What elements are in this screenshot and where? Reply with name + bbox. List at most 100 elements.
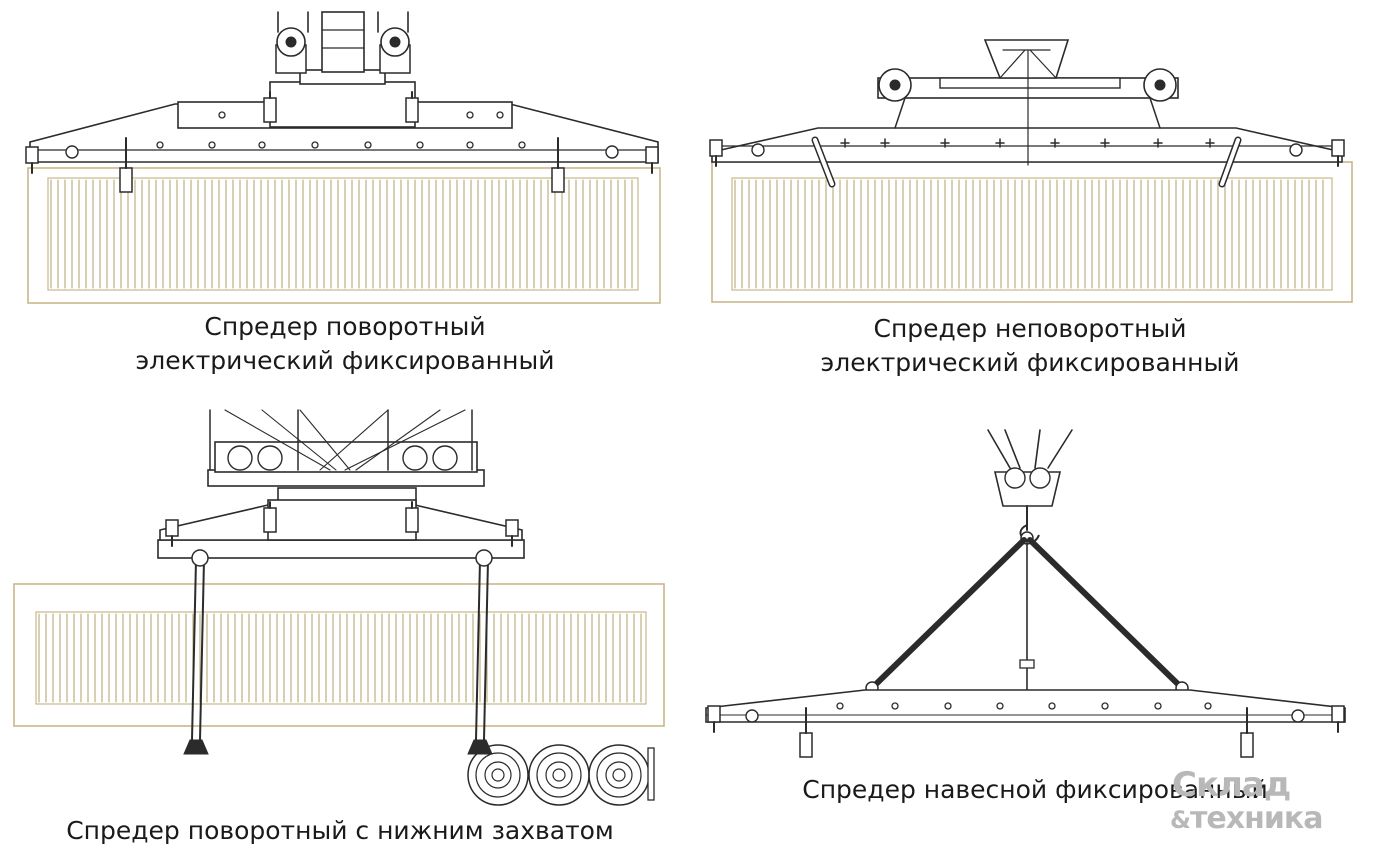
sling-chain-right bbox=[1027, 537, 1185, 691]
beam-hole bbox=[311, 141, 319, 149]
container-outline bbox=[27, 167, 661, 304]
beam-hole bbox=[996, 702, 1004, 710]
caption-line: электрический фиксированный bbox=[820, 348, 1240, 377]
end-roller bbox=[745, 709, 759, 723]
grip-leg bbox=[475, 559, 481, 741]
fixed-electric-spreader-drawing bbox=[709, 39, 1353, 303]
crossbeam-rail bbox=[939, 77, 1121, 89]
hook-sheave bbox=[1004, 467, 1026, 489]
beam-hole bbox=[1101, 702, 1109, 710]
hoist-rope bbox=[319, 409, 389, 471]
cable-reel-ring bbox=[596, 752, 642, 798]
flipper bbox=[405, 97, 419, 123]
end-clamp bbox=[25, 146, 39, 164]
cable-reel-ring bbox=[536, 752, 582, 798]
hoist-rope bbox=[261, 409, 337, 471]
corner-guide-fill bbox=[1220, 138, 1240, 186]
beam-hole bbox=[891, 702, 899, 710]
end-clamp bbox=[709, 139, 723, 157]
rotator-housing bbox=[267, 499, 417, 541]
hopper-head bbox=[983, 39, 1070, 79]
hoist-rope bbox=[1047, 429, 1073, 469]
end-clamp bbox=[505, 519, 519, 537]
flipper bbox=[405, 507, 419, 533]
sheave-hub bbox=[285, 36, 297, 48]
end-roller bbox=[1289, 143, 1303, 157]
hoist-rope bbox=[299, 409, 351, 471]
trolley-sheave bbox=[257, 445, 283, 471]
cable-reel-ring bbox=[484, 761, 512, 789]
beam-hole bbox=[1154, 702, 1162, 710]
end-roller bbox=[751, 143, 765, 157]
cable-reel bbox=[528, 744, 590, 806]
hoist-rope bbox=[987, 429, 1011, 469]
grip-leg bbox=[199, 559, 205, 741]
grip-leg bbox=[191, 559, 197, 741]
cable-reel bbox=[467, 744, 529, 806]
beam-hole bbox=[944, 702, 952, 710]
frame-strut bbox=[1149, 97, 1161, 129]
caption-line: Спредер поворотный bbox=[204, 312, 486, 341]
hopper-line bbox=[999, 49, 1026, 79]
caption-fixed-electric: Спредер неповоротный электрический фикси… bbox=[745, 312, 1315, 380]
beam-hole bbox=[466, 111, 474, 119]
end-roller bbox=[65, 145, 79, 159]
headblock-frame bbox=[321, 11, 365, 73]
container-panel bbox=[731, 177, 1333, 291]
end-clamp bbox=[707, 705, 721, 723]
hoist-rope bbox=[1004, 429, 1021, 469]
trolley-sheave bbox=[432, 445, 458, 471]
grip-foot bbox=[183, 739, 209, 755]
cable-reel-hub bbox=[612, 768, 626, 782]
cable-reel bbox=[588, 744, 650, 806]
beam-hole bbox=[518, 141, 526, 149]
container-outline bbox=[13, 583, 665, 727]
reel-post bbox=[647, 747, 655, 801]
hoist-rope bbox=[344, 409, 466, 471]
flipper bbox=[263, 507, 277, 533]
end-roller bbox=[605, 145, 619, 159]
spreader-beam bbox=[711, 127, 1343, 163]
wheel-hub bbox=[889, 79, 901, 91]
rotating-electric-spreader-drawing bbox=[25, 11, 661, 304]
caption-line: электрический фиксированный bbox=[135, 346, 555, 375]
caption-line: Спредер навесной фиксированный bbox=[802, 775, 1268, 804]
container-outline bbox=[711, 161, 1353, 303]
corner-guide-fill bbox=[813, 138, 834, 186]
twistlock bbox=[799, 732, 813, 758]
wheel-hub bbox=[1154, 79, 1166, 91]
logo-ampersand: & bbox=[1170, 806, 1191, 834]
twistlock bbox=[1240, 732, 1254, 758]
hoist-rope bbox=[224, 409, 331, 471]
end-clamp bbox=[165, 519, 179, 537]
rotator-housing bbox=[269, 81, 416, 128]
centre-rod-nut bbox=[1019, 659, 1035, 669]
grip-foot bbox=[467, 739, 493, 755]
beam-hole bbox=[416, 141, 424, 149]
hopper-line bbox=[1029, 49, 1057, 79]
trolley-sheave bbox=[402, 445, 428, 471]
beam-hole bbox=[258, 141, 266, 149]
caption-line: Спредер поворотный с нижним захватом bbox=[66, 816, 614, 845]
caption-rotating-electric: Спредер поворотный электрический фиксиро… bbox=[60, 310, 630, 378]
caption-hanging-fixed: Спредер навесной фиксированный bbox=[760, 773, 1310, 807]
rotating-bottom-grip-spreader-drawing bbox=[13, 409, 665, 806]
spreader-beam bbox=[705, 689, 1346, 723]
frame-strut bbox=[894, 97, 906, 129]
cable-reel-hub bbox=[552, 768, 566, 782]
beam-hole bbox=[466, 141, 474, 149]
hanging-spreader-drawing bbox=[705, 429, 1346, 758]
beam-hole bbox=[1048, 702, 1056, 710]
beam-hole bbox=[496, 111, 504, 119]
end-clamp bbox=[1331, 139, 1345, 157]
cable-reel-ring bbox=[475, 752, 521, 798]
logo-line-2: техника bbox=[1190, 801, 1323, 836]
logo-line-1: Склад bbox=[1172, 765, 1291, 805]
end-clamp bbox=[645, 146, 659, 164]
twistlock bbox=[119, 167, 133, 193]
container-panel bbox=[35, 611, 647, 705]
flipper bbox=[263, 97, 277, 123]
sheave-hub bbox=[389, 36, 401, 48]
caption-rotating-bottom-grip: Спредер поворотный с нижним захватом bbox=[30, 814, 650, 848]
hoist-rope bbox=[1034, 429, 1041, 469]
